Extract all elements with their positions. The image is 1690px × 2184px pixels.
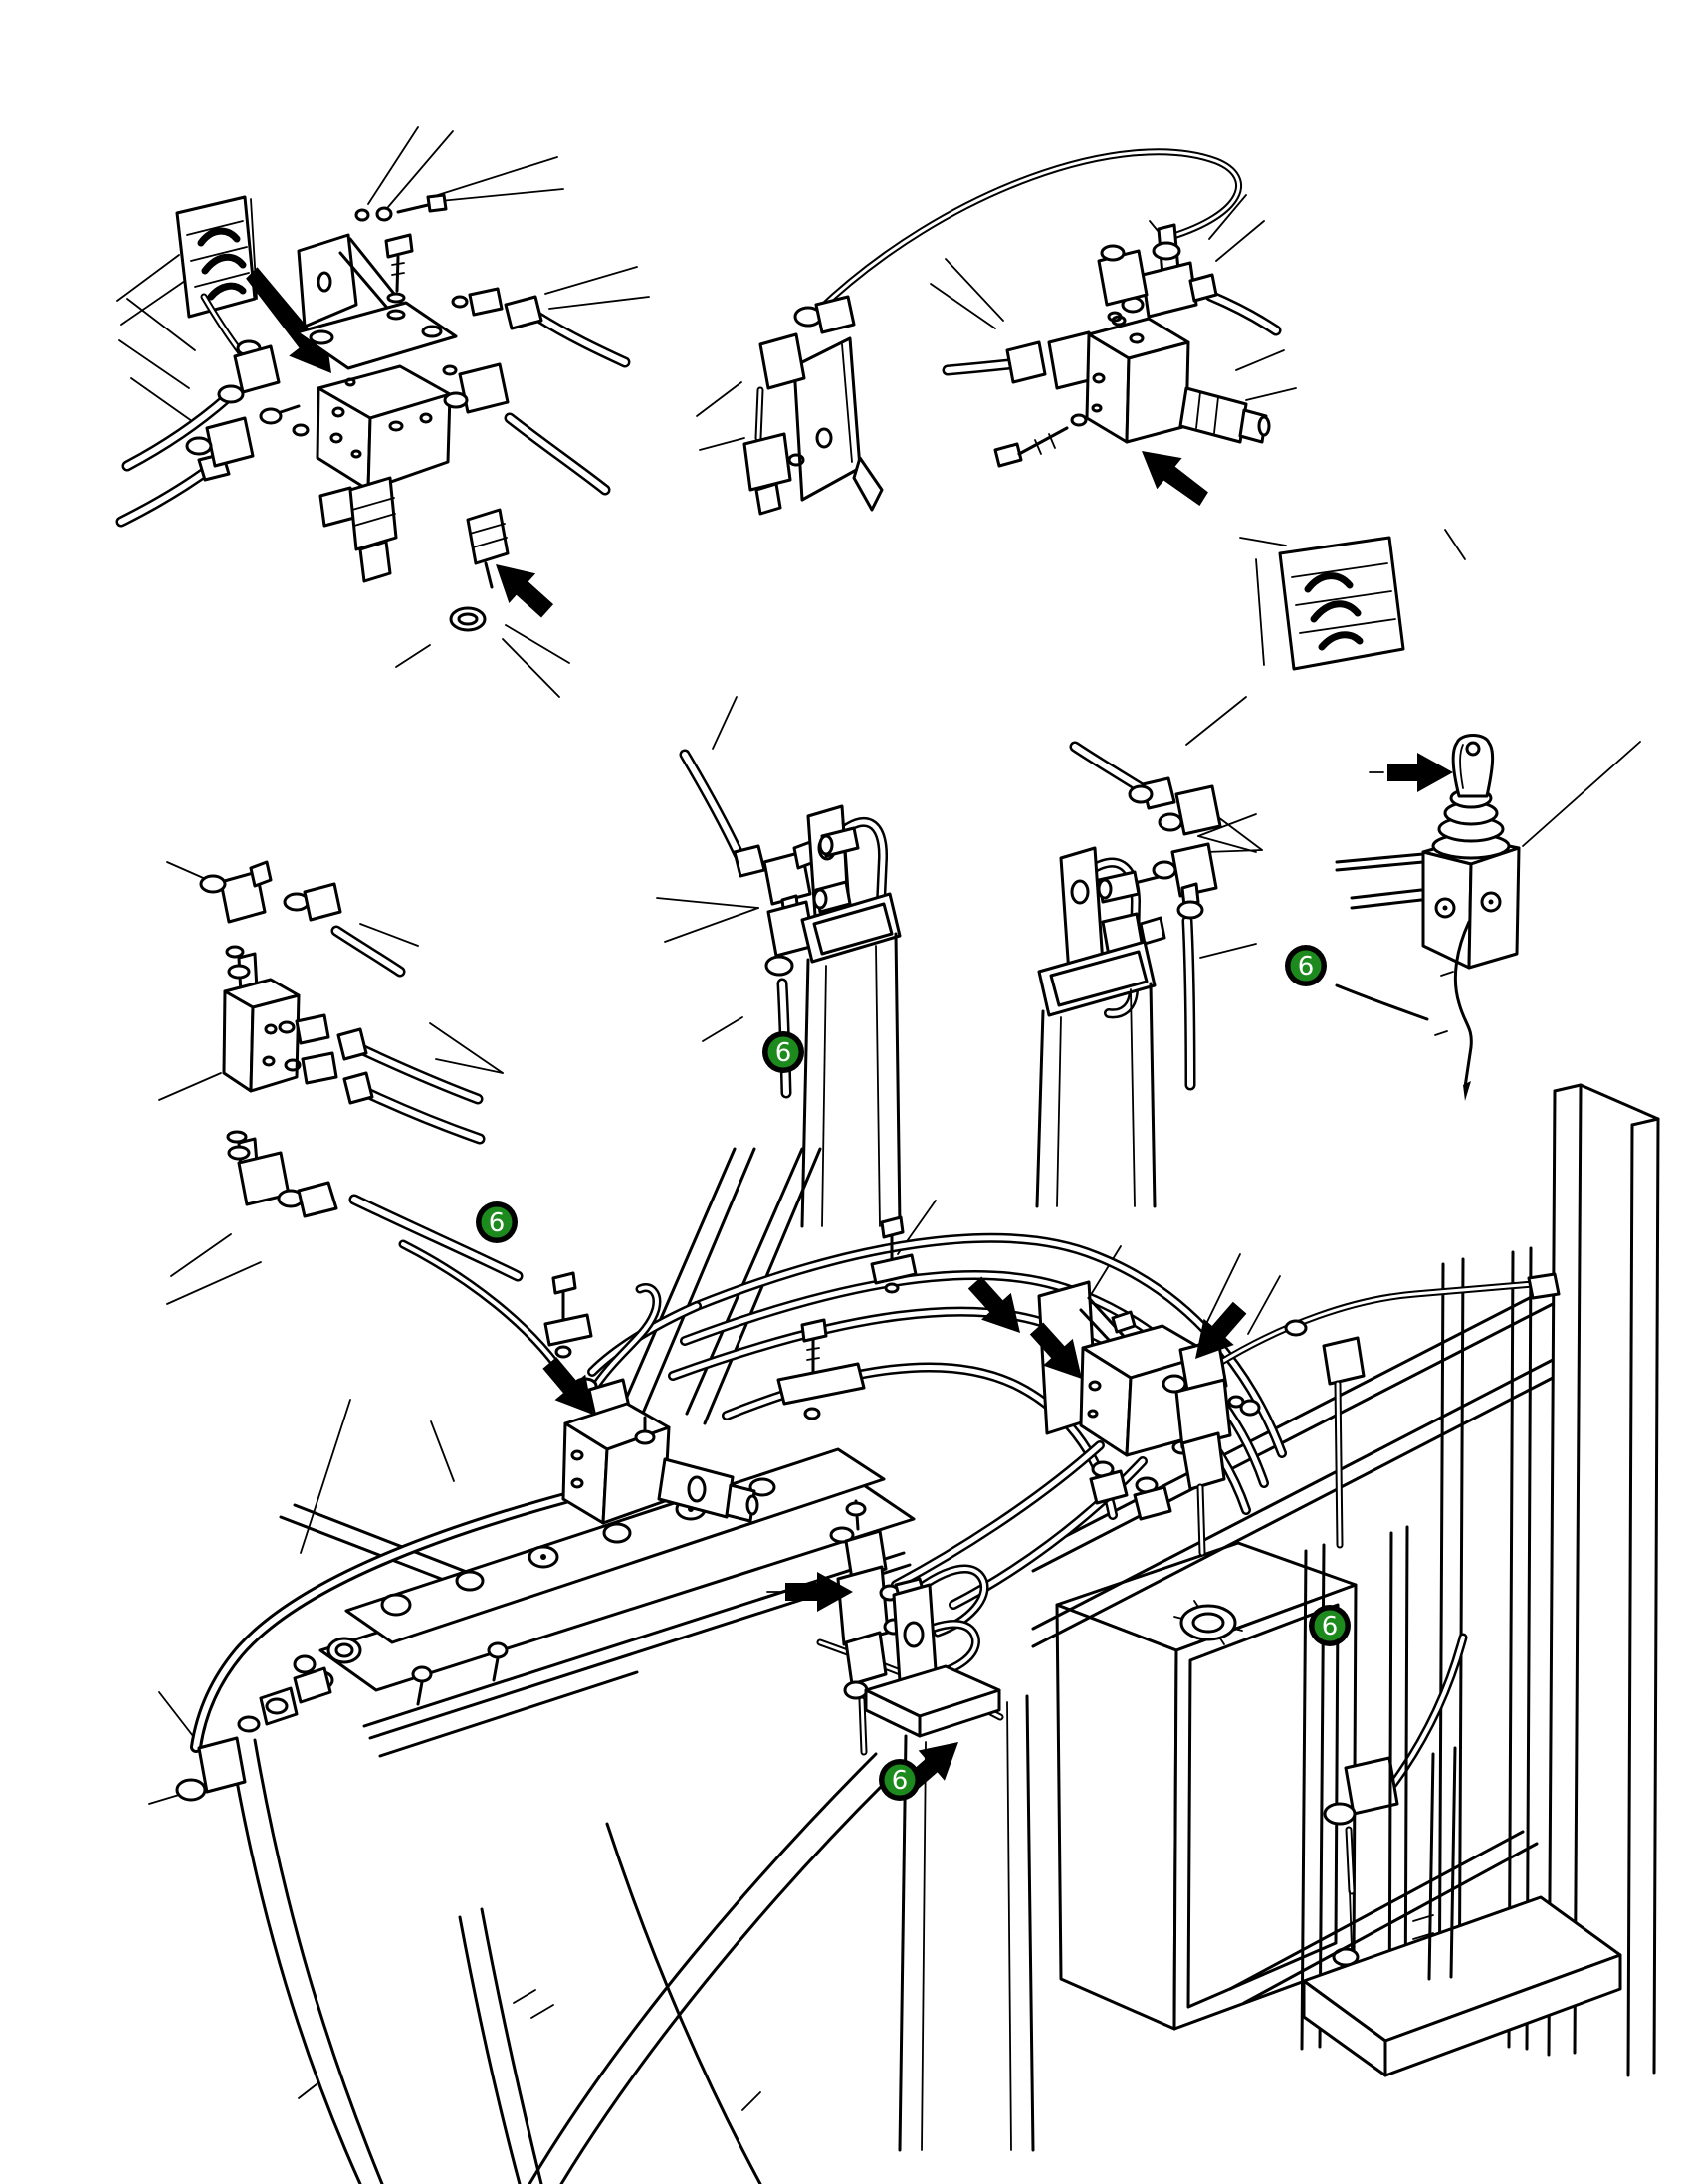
- bracket-valve: [891, 1280, 1212, 1610]
- cylinder-1-assembly: [656, 696, 902, 1228]
- cylinder-2-assembly: [1035, 696, 1454, 1208]
- left-bracket-fittings: [696, 258, 1004, 516]
- arrow-solenoid-valve-icon: [542, 1357, 593, 1415]
- valve-block-2: [942, 194, 1297, 468]
- callout-number: 6: [1322, 1612, 1339, 1641]
- callout-badge-tank-rail[interactable]: 6: [1309, 1605, 1351, 1646]
- right-fittings: [442, 266, 650, 496]
- pump-inset-panel-2: [1239, 529, 1466, 671]
- clamp-bolt-1: [543, 1271, 593, 1359]
- step-plates: [1228, 1746, 1622, 2077]
- arrow-oring-detail-icon: [496, 564, 554, 618]
- joystick-console: [1197, 734, 1641, 1101]
- hose-swoop: [814, 148, 1242, 315]
- callout-number: 6: [892, 1766, 909, 1796]
- branch-valve-assembly: [158, 860, 524, 1305]
- valve-manifold-block: [316, 364, 452, 492]
- callout-number: 6: [775, 1038, 792, 1068]
- mounting-bracket: [295, 233, 458, 370]
- bolt-and-washers: [354, 126, 564, 321]
- callout-badge-cylinder-1[interactable]: 6: [762, 1031, 804, 1073]
- arrow-joystick-icon: [1369, 753, 1453, 792]
- machine-scene: [148, 1083, 1660, 2184]
- joystick-boot: [1431, 787, 1511, 860]
- tee-valve: [1162, 1272, 1561, 1557]
- cylinder-mount: [864, 1583, 1035, 2152]
- joystick-handle[interactable]: [1451, 734, 1495, 798]
- clamp-bolt-3: [870, 1215, 918, 1294]
- top-right-assembly: [696, 148, 1466, 671]
- solenoid-valve: [561, 1283, 759, 1525]
- rops-posts: [1437, 1083, 1660, 2077]
- arrow-inset-to-valve-icon: [1142, 451, 1208, 507]
- tank-cap: [1173, 1600, 1243, 1645]
- pump-inset-panel-1: [116, 195, 258, 326]
- left-elbow-hoses: [115, 293, 310, 528]
- arrow-inline-valve-icon: [766, 1572, 853, 1612]
- oring-detail: [395, 606, 570, 698]
- clamp-bolt-2: [776, 1318, 866, 1420]
- arrow-bracket-valve-icon: [967, 1276, 1020, 1333]
- callout-number: 6: [489, 1208, 506, 1238]
- suction-hose: [148, 1492, 571, 1805]
- fender-arcs: [229, 1738, 898, 2184]
- solenoid-cartridge: [318, 476, 510, 589]
- tank-elbow-detail: [1323, 1633, 1468, 2012]
- arrow-tee-fitting-icon: [1029, 1322, 1082, 1379]
- arrow-inset-to-manifold-icon: [246, 267, 331, 373]
- callout-badge-cylinder-mount[interactable]: 6: [879, 1759, 921, 1801]
- arrow-right-valve-icon: [1195, 1301, 1247, 1359]
- hydraulic-tank: [1055, 1541, 1468, 2031]
- callout-number: 6: [1298, 952, 1315, 982]
- callout-badge-cylinder-2[interactable]: 6: [1285, 945, 1327, 986]
- top-left-assembly: [115, 126, 650, 698]
- callout-badge-branch-valve[interactable]: 6: [476, 1201, 518, 1243]
